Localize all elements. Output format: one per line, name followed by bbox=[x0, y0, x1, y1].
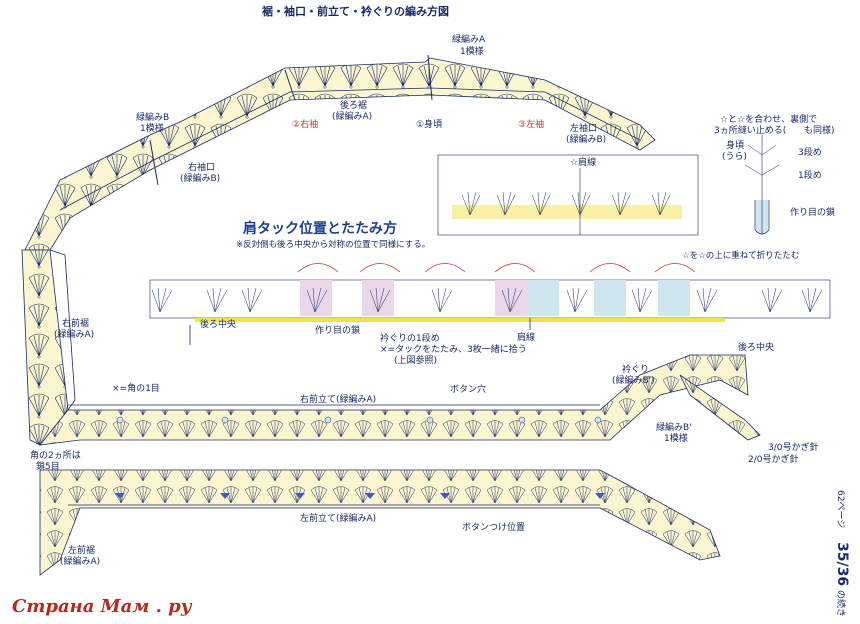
label-shoulder-line: ☆肩線 bbox=[570, 156, 596, 168]
label-row3: 3段め bbox=[798, 146, 822, 158]
fold-note: ☆を☆の上に重ねて折りたたむ bbox=[682, 250, 799, 261]
label-back-center: 後ろ中央 bbox=[200, 318, 236, 330]
buttonhole-marker bbox=[518, 416, 526, 424]
label-body: ①身頃 bbox=[416, 118, 442, 130]
label-pattern-a: 緑編みA bbox=[452, 33, 486, 45]
label-right-cuff: 右袖口 bbox=[188, 161, 215, 173]
label-pattern-b2-repeat: 1模様 bbox=[664, 432, 688, 444]
label-hook-2: 2/0号かぎ針 bbox=[748, 453, 799, 465]
button-marker bbox=[295, 493, 305, 499]
label-right-placket: 右前立て(緑編みA) bbox=[300, 393, 376, 405]
label-back-hem: 後ろ裾 bbox=[340, 99, 367, 111]
label-left-front-hem: 左前裾 bbox=[68, 544, 95, 556]
label-inset-chain: 作り目の鎖 bbox=[790, 206, 835, 218]
button-marker bbox=[220, 493, 230, 499]
label-neckline: 衿ぐり bbox=[622, 363, 649, 375]
inset-note: ☆と☆を合わせ、裏側で bbox=[720, 113, 817, 125]
label-inset-body-sub: (うら) bbox=[722, 151, 747, 162]
buttonhole-marker bbox=[221, 416, 229, 424]
label-chain-start: 作り目の鎖 bbox=[315, 324, 360, 336]
label-right-front-hem: 右前裾 bbox=[62, 317, 89, 329]
buttonhole-marker bbox=[116, 416, 124, 424]
label-neck-row1-b: ×=タックをたたみ、3枚一緒に拾う bbox=[380, 343, 527, 355]
button-marks bbox=[115, 416, 605, 499]
label-inset-body: 身頃 bbox=[726, 139, 744, 151]
label-right-sleeve: ②右袖 bbox=[292, 118, 318, 130]
label-right-front-hem-sub: (緑編みA) bbox=[54, 328, 94, 340]
tuck-note: ※反対側も後ろ中央から対称の位置で同様にする。 bbox=[236, 239, 430, 250]
label-corner-two-sub: 鎖5目 bbox=[36, 460, 60, 472]
label-button-pos: ボタンつけ位置 bbox=[462, 521, 525, 533]
button-marker bbox=[595, 493, 605, 499]
tuck-title: 肩タック位置とたたみ方 bbox=[243, 220, 397, 237]
diagram-title: 裾・袖口・前立て・衿ぐりの編み方図 bbox=[262, 4, 449, 18]
inset-note-b: 3ヵ所縫い止める( bbox=[714, 124, 786, 136]
left-placket-band bbox=[39, 469, 721, 576]
inset-diagram bbox=[437, 135, 780, 236]
page-cont: の続き bbox=[835, 590, 847, 617]
label-shoulder-line-2: 肩線 bbox=[517, 331, 535, 343]
label-buttonhole: ボタン穴 bbox=[450, 383, 486, 395]
inset-note-c: も同様) bbox=[804, 124, 835, 136]
button-marker bbox=[115, 493, 125, 499]
label-left-placket: 左前立て(緑編みA) bbox=[300, 512, 376, 524]
label-pattern-a-repeat: 1模様 bbox=[460, 45, 484, 57]
label-back-center-2: 後ろ中央 bbox=[738, 341, 774, 353]
label-row1: 1段め bbox=[798, 169, 822, 181]
label-hook-3: 3/0号かぎ針 bbox=[768, 441, 819, 453]
label-left-front-hem-sub: (緑編みA) bbox=[60, 555, 100, 567]
label-left-sleeve: ③左袖 bbox=[518, 118, 544, 130]
label-corner-two: 角の2ヵ所は bbox=[30, 449, 81, 461]
label-back-hem-sub: (緑編みA) bbox=[332, 110, 372, 122]
label-neck-row1-c: (上図参照) bbox=[394, 354, 437, 366]
page-num: 35/36 bbox=[834, 542, 850, 586]
button-marker bbox=[365, 493, 375, 499]
label-pattern-b2: 緑編みB' bbox=[656, 421, 692, 433]
tuck-strip bbox=[149, 263, 831, 345]
upper-band bbox=[24, 54, 656, 251]
label-left-cuff-sub: (緑編みB) bbox=[566, 133, 606, 145]
button-marker bbox=[440, 493, 450, 499]
page-reference: 62ページ 35/36 の続き bbox=[834, 490, 850, 617]
label-pattern-b-repeat: 1模様 bbox=[140, 122, 164, 134]
label-neck-row1: 衿ぐりの1段め bbox=[380, 332, 440, 344]
label-corner-note: ×=角の1目 bbox=[112, 382, 160, 394]
buttonhole-marker bbox=[324, 416, 332, 424]
page-ref: 62ページ bbox=[835, 490, 845, 528]
buttonhole-marker bbox=[426, 416, 434, 424]
label-right-cuff-sub: (緑編みB) bbox=[180, 172, 220, 184]
label-pattern-b: 緑編みB bbox=[136, 111, 169, 123]
right-placket-band bbox=[39, 354, 761, 446]
label-left-cuff: 左袖口 bbox=[570, 122, 597, 134]
watermark: Страна Мам . ру bbox=[12, 596, 193, 617]
buttonhole-marker bbox=[594, 416, 602, 424]
label-neckline-sub: (緑編みB') bbox=[612, 374, 655, 386]
